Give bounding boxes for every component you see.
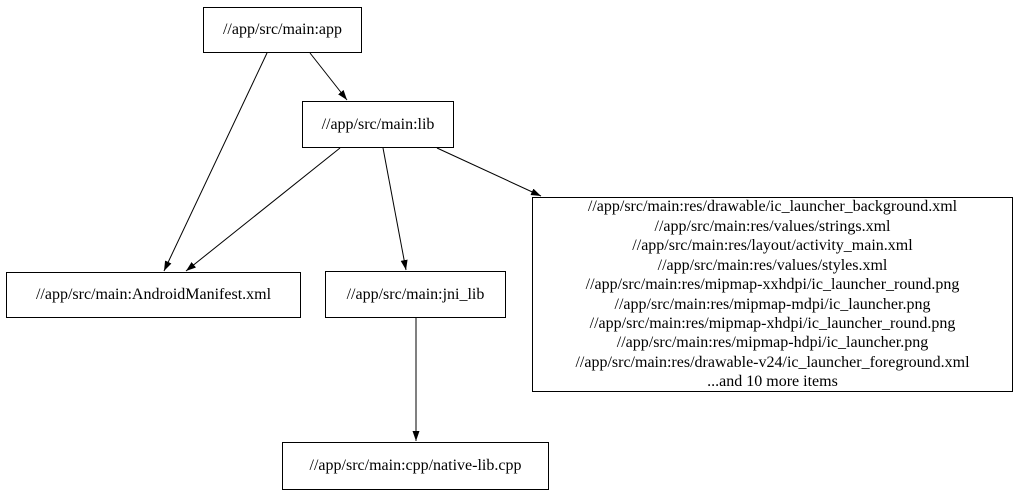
res-group-line: //app/src/main:res/values/styles.xml bbox=[657, 256, 888, 274]
edge-app-to-lib bbox=[309, 52, 348, 101]
node-native-lib-cpp: //app/src/main:cpp/native-lib.cpp bbox=[282, 442, 549, 490]
node-lib-label: //app/src/main:lib bbox=[321, 115, 435, 133]
node-jni-lib: //app/src/main:jni_lib bbox=[325, 271, 506, 318]
node-native-lib-cpp-label: //app/src/main:cpp/native-lib.cpp bbox=[309, 457, 522, 475]
res-group-line: //app/src/main:res/mipmap-mdpi/ic_launch… bbox=[614, 295, 931, 313]
res-group-line: //app/src/main:res/mipmap-hdpi/ic_launch… bbox=[616, 334, 929, 352]
res-group-line: //app/src/main:res/mipmap-xxhdpi/ic_laun… bbox=[585, 276, 960, 294]
res-group-line: //app/src/main:res/drawable/ic_launcher_… bbox=[587, 198, 958, 216]
res-group-line: //app/src/main:res/drawable-v24/ic_launc… bbox=[575, 353, 970, 371]
node-app: //app/src/main:app bbox=[203, 7, 362, 53]
res-group-line: //app/src/main:res/layout/activity_main.… bbox=[632, 237, 913, 255]
edge-app-to-manifest bbox=[163, 52, 268, 272]
edge-lib-to-res-group bbox=[436, 147, 542, 197]
edge-lib-to-jni-lib bbox=[382, 147, 408, 271]
node-android-manifest-label: //app/src/main:AndroidManifest.xml bbox=[35, 286, 272, 304]
res-group-line: //app/src/main:res/values/strings.xml bbox=[654, 217, 891, 235]
node-android-manifest: //app/src/main:AndroidManifest.xml bbox=[6, 272, 301, 318]
edge-lib-to-manifest bbox=[185, 147, 341, 272]
res-group-line: //app/src/main:res/mipmap-xhdpi/ic_launc… bbox=[589, 314, 956, 332]
node-lib: //app/src/main:lib bbox=[302, 101, 454, 148]
node-jni-lib-label: //app/src/main:jni_lib bbox=[346, 285, 485, 303]
res-group-more-items: ...and 10 more items bbox=[707, 373, 838, 391]
node-res-group: //app/src/main:res/drawable/ic_launcher_… bbox=[532, 197, 1013, 392]
node-app-label: //app/src/main:app bbox=[222, 21, 343, 39]
